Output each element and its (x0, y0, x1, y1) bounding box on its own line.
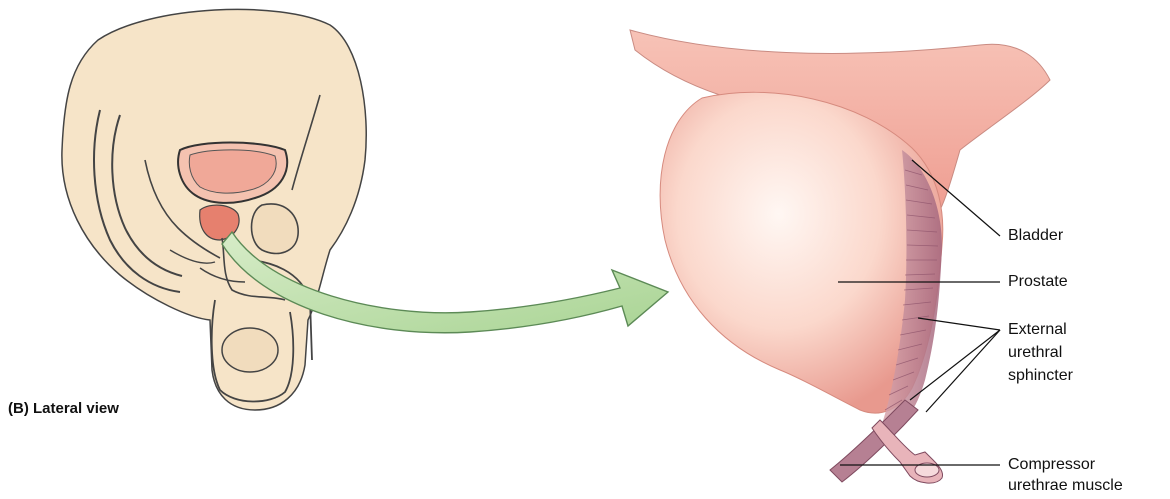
pubic-bone (252, 204, 299, 253)
bladder-label: Bladder (1008, 226, 1063, 246)
testis-outline (222, 328, 278, 372)
prostate-label: Prostate (1008, 272, 1068, 292)
prostate-magnified-illustration (630, 30, 1050, 483)
compressor-label-line2: urethrae muscle (1008, 476, 1123, 496)
pelvis-lateral-illustration (62, 9, 366, 410)
sphincter-label-line2: urethral (1008, 343, 1062, 363)
sphincter-leader-3 (926, 330, 1000, 412)
sphincter-label-line1: External (1008, 320, 1067, 340)
compressor-label-line1: Compressor (1008, 455, 1095, 475)
panel-title: (B) Lateral view (8, 400, 119, 417)
sphincter-label-line3: sphincter (1008, 366, 1073, 386)
